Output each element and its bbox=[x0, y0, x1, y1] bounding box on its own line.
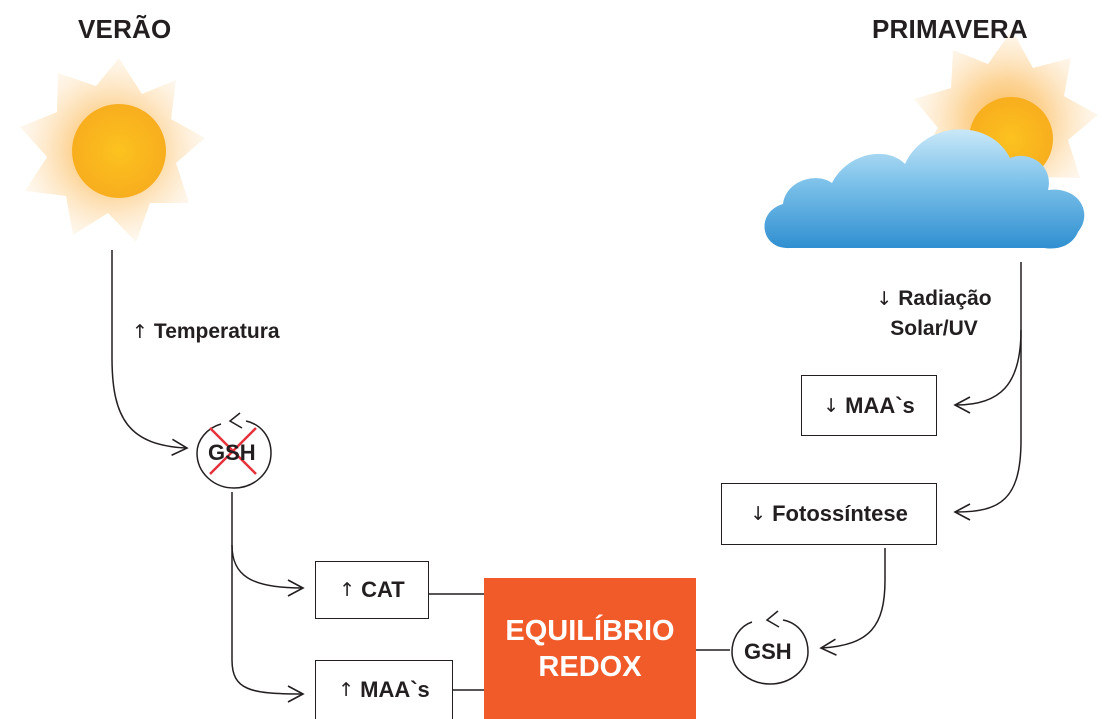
gsh-label: GSH bbox=[744, 639, 792, 664]
arrow-photosynthesis-to-gsh bbox=[819, 548, 886, 656]
cycle-arrow-icon bbox=[196, 420, 272, 489]
maas-up-text: MAA`s bbox=[360, 677, 430, 702]
redox-equilibrium-box: EQUILÍBRIO REDOX bbox=[484, 578, 696, 719]
connectors bbox=[111, 250, 1022, 703]
sun-icon bbox=[20, 58, 205, 242]
arrow-sun-to-gsh bbox=[111, 250, 189, 456]
arrow-gsh-to-maas bbox=[231, 545, 305, 703]
arrow-cloud-to-photosynthesis bbox=[953, 330, 1022, 521]
up-arrow-icon: ↑ bbox=[338, 679, 355, 701]
cat-text: CAT bbox=[361, 577, 405, 602]
photosynthesis-box: ↓Fotossíntese bbox=[721, 483, 937, 545]
down-arrow-icon: ↓ bbox=[876, 288, 893, 310]
cycle-arrowhead-icon bbox=[765, 610, 780, 628]
up-arrow-icon: ↑ bbox=[339, 579, 356, 601]
radiation-text-line1: Radiação bbox=[898, 287, 992, 310]
temperature-text: Temperatura bbox=[153, 320, 280, 343]
cycle-arrowhead-icon bbox=[228, 412, 243, 429]
maas-up-box: ↑MAA`s bbox=[315, 660, 453, 719]
down-arrow-icon: ↓ bbox=[823, 394, 840, 417]
arrow-gsh-to-cat bbox=[231, 492, 305, 597]
sun-behind-cloud-icon bbox=[764, 30, 1098, 249]
redox-line1: EQUILÍBRIO bbox=[505, 614, 675, 647]
photosynthesis-text: Fotossíntese bbox=[772, 501, 908, 526]
radiation-text-line2: Solar/UV bbox=[890, 317, 978, 340]
up-arrow-icon: ↑ bbox=[132, 321, 148, 343]
redox-line2: REDOX bbox=[538, 650, 642, 683]
radiation-label: ↓Radiação Solar/UV bbox=[862, 284, 1006, 343]
maas-down-text: MAA`s bbox=[845, 392, 915, 418]
down-arrow-icon: ↓ bbox=[750, 503, 767, 525]
cat-box: ↑CAT bbox=[315, 561, 429, 619]
red-cross-icon bbox=[209, 427, 257, 475]
season-summer-title: VERÃO bbox=[78, 14, 172, 44]
cycle-arrow-icon bbox=[731, 619, 809, 685]
temperature-label: ↑Temperatura bbox=[132, 320, 280, 344]
gsh-inhibited-label: GSH bbox=[208, 440, 256, 465]
maas-down-box: ↓MAA`s bbox=[801, 375, 937, 436]
season-spring-title: PRIMAVERA bbox=[872, 14, 1028, 44]
